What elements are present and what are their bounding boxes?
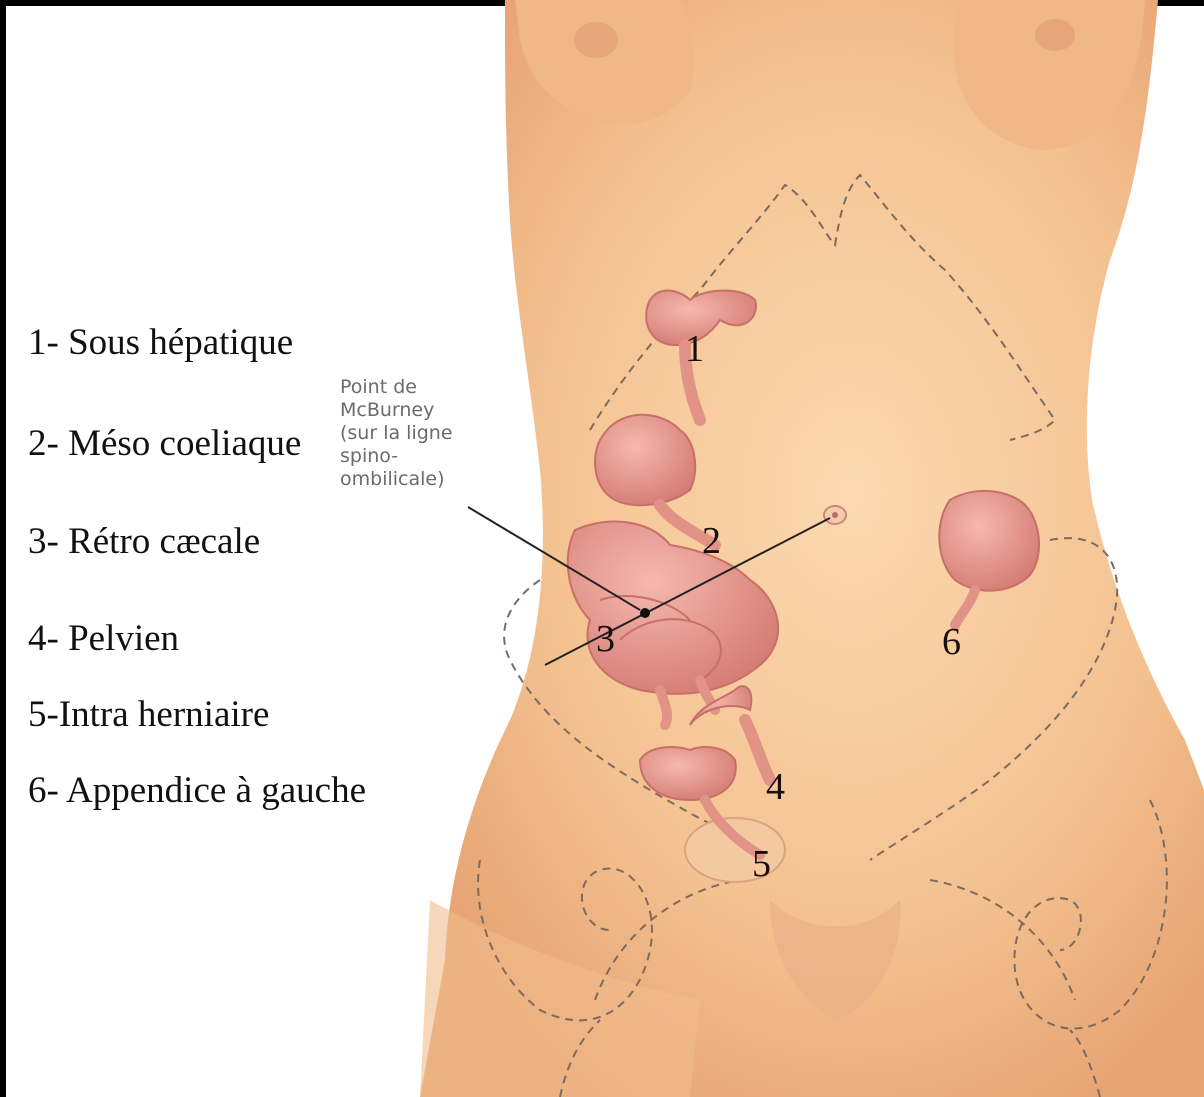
mcburney-label-line: spino- bbox=[340, 445, 500, 468]
legend-item-4: 4- Pelvien bbox=[28, 620, 179, 657]
legend-item-3: 3- Rétro cæcale bbox=[28, 523, 260, 560]
marker-3: 3 bbox=[596, 620, 615, 658]
marker-2: 2 bbox=[702, 522, 721, 560]
marker-1: 1 bbox=[685, 330, 704, 368]
legend-item-5: 5-Intra herniaire bbox=[28, 696, 269, 733]
marker-6: 6 bbox=[942, 623, 961, 661]
mcburney-label-line: ombilicale) bbox=[340, 468, 500, 491]
navel bbox=[824, 506, 846, 524]
mcburney-label-line: McBurney bbox=[340, 399, 500, 422]
mcburney-label-line: (sur la ligne bbox=[340, 422, 500, 445]
mcburney-label: Point de McBurney (sur la ligne spino- o… bbox=[340, 376, 500, 491]
marker-5: 5 bbox=[752, 845, 771, 883]
legend-item-6: 6- Appendice à gauche bbox=[28, 772, 366, 809]
marker-4: 4 bbox=[766, 768, 785, 806]
mcburney-label-line: Point de bbox=[340, 376, 500, 399]
mcburney-point bbox=[640, 608, 650, 618]
legend-item-2: 2- Méso coeliaque bbox=[28, 425, 301, 462]
legend-item-1: 1- Sous hépatique bbox=[28, 324, 293, 361]
